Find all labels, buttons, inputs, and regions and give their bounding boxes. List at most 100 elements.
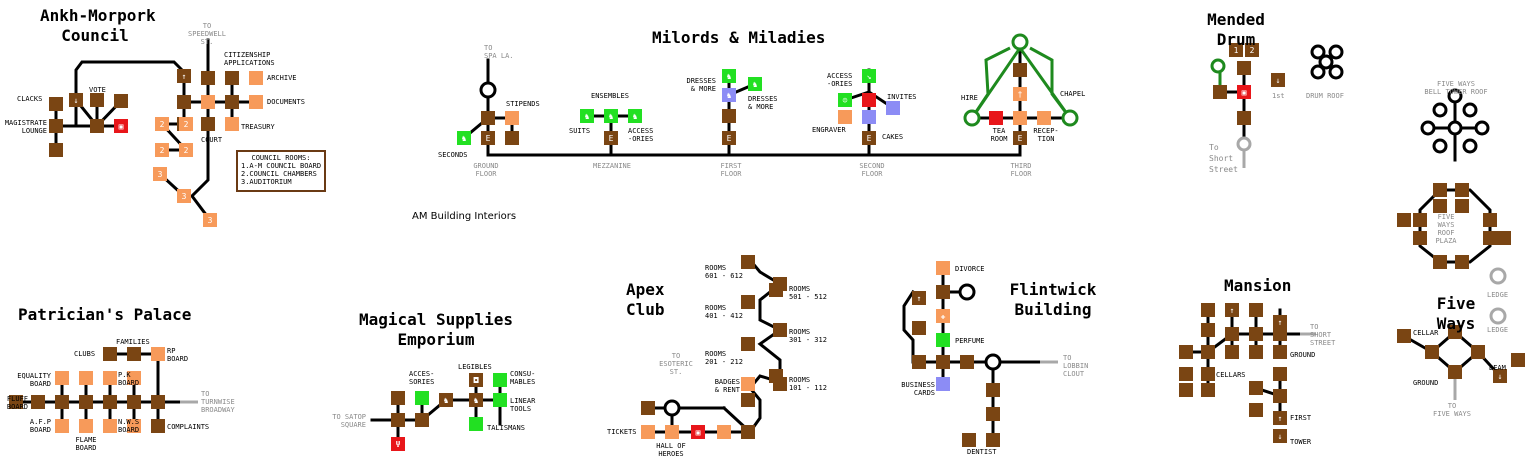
room-tile <box>936 333 950 347</box>
council-rooms-legend: COUNCIL ROOMS: 1.A-M COUNCIL BOARD 2.COU… <box>236 150 326 192</box>
room-tile <box>986 383 1000 397</box>
room-tile <box>225 95 239 109</box>
junction-circle <box>1328 44 1344 60</box>
label-to-speedwell: TO SPEEDWELL ST. <box>188 22 226 46</box>
room-marker: ♞ <box>474 396 479 405</box>
label-beam: BEAM <box>1489 364 1506 372</box>
room-marker: ↘ <box>867 72 872 81</box>
room-tile <box>862 93 876 107</box>
label-complaints: COMPLAINTS <box>167 423 210 431</box>
room-tile <box>1455 183 1469 197</box>
label-equality-board: EQUALITY BOARD <box>17 372 51 388</box>
room-tile <box>69 93 83 107</box>
room-tile <box>580 109 594 123</box>
label-clubs: CLUBS <box>74 350 96 358</box>
room-tile <box>1201 367 1215 381</box>
room-tile <box>936 261 950 275</box>
room-tile <box>604 131 618 145</box>
room-tile <box>604 109 618 123</box>
label-rooms-601: ROOMS 601 - 612 <box>705 264 743 280</box>
junction-circle <box>1210 58 1226 74</box>
junction-circle <box>1328 64 1344 80</box>
room-tile <box>1397 213 1411 227</box>
room-tile <box>741 337 755 351</box>
room-tile <box>886 101 900 115</box>
label-nws-board: N.W.S BOARD <box>118 418 140 434</box>
room-marker: † <box>1018 90 1023 99</box>
label-treasury: TREASURY <box>241 123 275 131</box>
room-tile <box>1013 111 1027 125</box>
label-ground-mansion: GROUND <box>1290 351 1316 359</box>
room-tile <box>155 117 169 131</box>
room-marker: ↑ <box>1278 414 1283 423</box>
label-seconds: SECONDS <box>438 151 468 159</box>
room-tile <box>55 395 69 409</box>
label-hire: HIRE <box>961 94 978 102</box>
junction-circle <box>1432 102 1448 118</box>
room-tile <box>201 117 215 131</box>
room-tile <box>225 71 239 85</box>
label-rooms-401: ROOMS 401 - 412 <box>705 304 743 320</box>
label-divorce: DIVORCE <box>955 265 985 273</box>
label-to-turnwise: TO TURNWISE BROADWAY <box>201 390 235 414</box>
room-tile <box>1213 85 1227 99</box>
room-tile <box>1249 345 1263 359</box>
label-vote: VOTE <box>89 86 106 94</box>
room-tile <box>225 117 239 131</box>
label-afp-board: A.F.P BOARD <box>29 418 51 434</box>
room-tile <box>1225 327 1239 341</box>
room-marker: 3 <box>208 216 213 225</box>
room-tile <box>153 167 167 181</box>
room-tile <box>1413 231 1427 245</box>
room-tile <box>1179 383 1193 397</box>
room-tile <box>391 413 405 427</box>
junction-circle <box>1432 138 1448 154</box>
label-cellar-fw: CELLAR <box>1413 329 1439 337</box>
caption-am-building-interiors: AM Building Interiors <box>412 211 517 222</box>
room-tile <box>741 255 755 269</box>
room-tile <box>838 110 852 124</box>
label-tower: TOWER <box>1290 438 1312 446</box>
label-ground-floor: GROUND FLOOR <box>473 162 499 178</box>
room-tile <box>1037 111 1051 125</box>
room-marker: E <box>609 134 614 143</box>
room-tile <box>1013 131 1027 145</box>
junction-circle <box>1061 109 1079 127</box>
path-segment <box>158 122 190 152</box>
path-segment <box>190 100 213 223</box>
room-tile <box>838 93 852 107</box>
room-tile <box>1397 329 1411 343</box>
room-marker: 1 <box>1234 46 1239 55</box>
label-rp-board: RP BOARD <box>167 347 189 363</box>
title-magical-supplies: Magical Supplies Emporium <box>358 310 514 349</box>
room-tile <box>49 143 63 157</box>
label-bell-tower: FIVE WAYS BELL TOWER ROOF <box>1424 80 1488 96</box>
room-tile <box>862 69 876 83</box>
room-tile <box>769 283 783 297</box>
room-tile <box>457 131 471 145</box>
junction-circle <box>1462 138 1478 154</box>
title-mended-drum: Mended Drum <box>1207 10 1265 49</box>
room-tile <box>1237 111 1251 125</box>
room-marker: ◘ <box>473 376 479 385</box>
path-segment <box>970 46 1011 119</box>
room-tile <box>1433 199 1447 213</box>
room-tile <box>1433 255 1447 269</box>
room-tile <box>1201 345 1215 359</box>
room-tile <box>79 419 93 433</box>
label-third-floor: THIRD FLOOR <box>1010 162 1032 178</box>
label-cakes: CAKES <box>882 133 904 141</box>
label-flame-board: FLAME BOARD <box>75 436 97 452</box>
room-tile <box>1237 61 1251 75</box>
title-ankh-morpork-council: Ankh-Morpork Council <box>40 6 156 45</box>
label-tea-room: TEA ROOM <box>990 127 1008 143</box>
room-marker: 2 <box>184 120 189 129</box>
room-marker: 2 <box>160 146 165 155</box>
junction-circle <box>1462 102 1478 118</box>
room-tile <box>90 93 104 107</box>
room-tile <box>1273 327 1287 341</box>
room-marker: ▣ <box>696 428 701 437</box>
legend-item-2: 2.COUNCIL CHAMBERS <box>241 170 317 178</box>
room-tile <box>1493 369 1507 383</box>
label-accessories-2: ACCESS -ORIES <box>827 72 853 88</box>
